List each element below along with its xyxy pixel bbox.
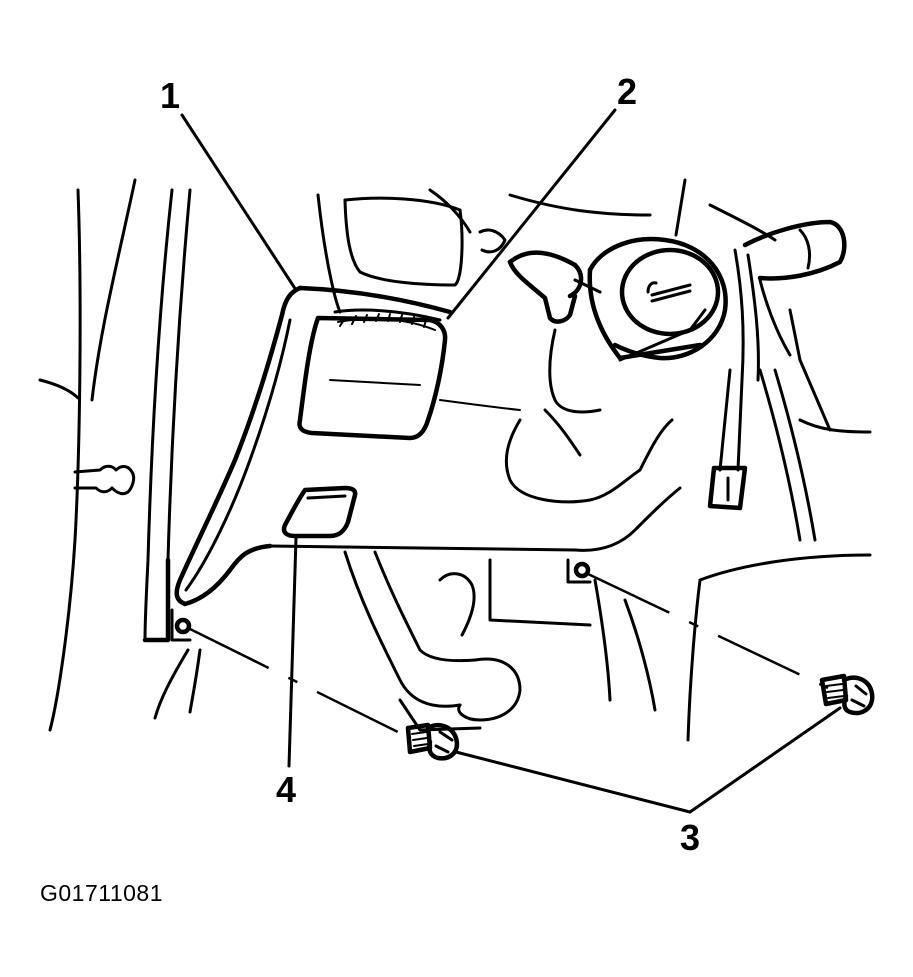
steering-column (504, 308, 707, 504)
pedal-assembly (343, 550, 592, 732)
a-pillar-trim (38, 178, 202, 732)
multifunction-stalk (742, 219, 847, 357)
leader-2 (446, 108, 617, 320)
callout-2: 2 (617, 71, 638, 112)
leader-4 (287, 536, 298, 768)
wiring-harness (707, 248, 817, 542)
callout-3: 3 (680, 817, 701, 858)
figure-id: G01711081 (40, 880, 164, 906)
callout-4: 4 (276, 769, 297, 810)
fastener-holes (170, 558, 592, 642)
leader-lines (180, 108, 842, 814)
panel-tab (281, 485, 358, 539)
insertion-paths (187, 572, 829, 740)
leader-3a (454, 750, 692, 814)
knee-bolster-panel (174, 285, 682, 607)
panel-opening (297, 308, 521, 441)
ignition-lock-cylinder (587, 236, 728, 361)
door-clip (73, 464, 136, 496)
bolt-left (405, 722, 460, 761)
leader-1 (180, 113, 298, 292)
dash-upper (316, 178, 777, 314)
callout-1: 1 (160, 75, 181, 116)
bolt-right (819, 673, 875, 716)
column-linkage (507, 250, 602, 324)
right-console (593, 308, 872, 742)
leader-3b (688, 706, 842, 814)
